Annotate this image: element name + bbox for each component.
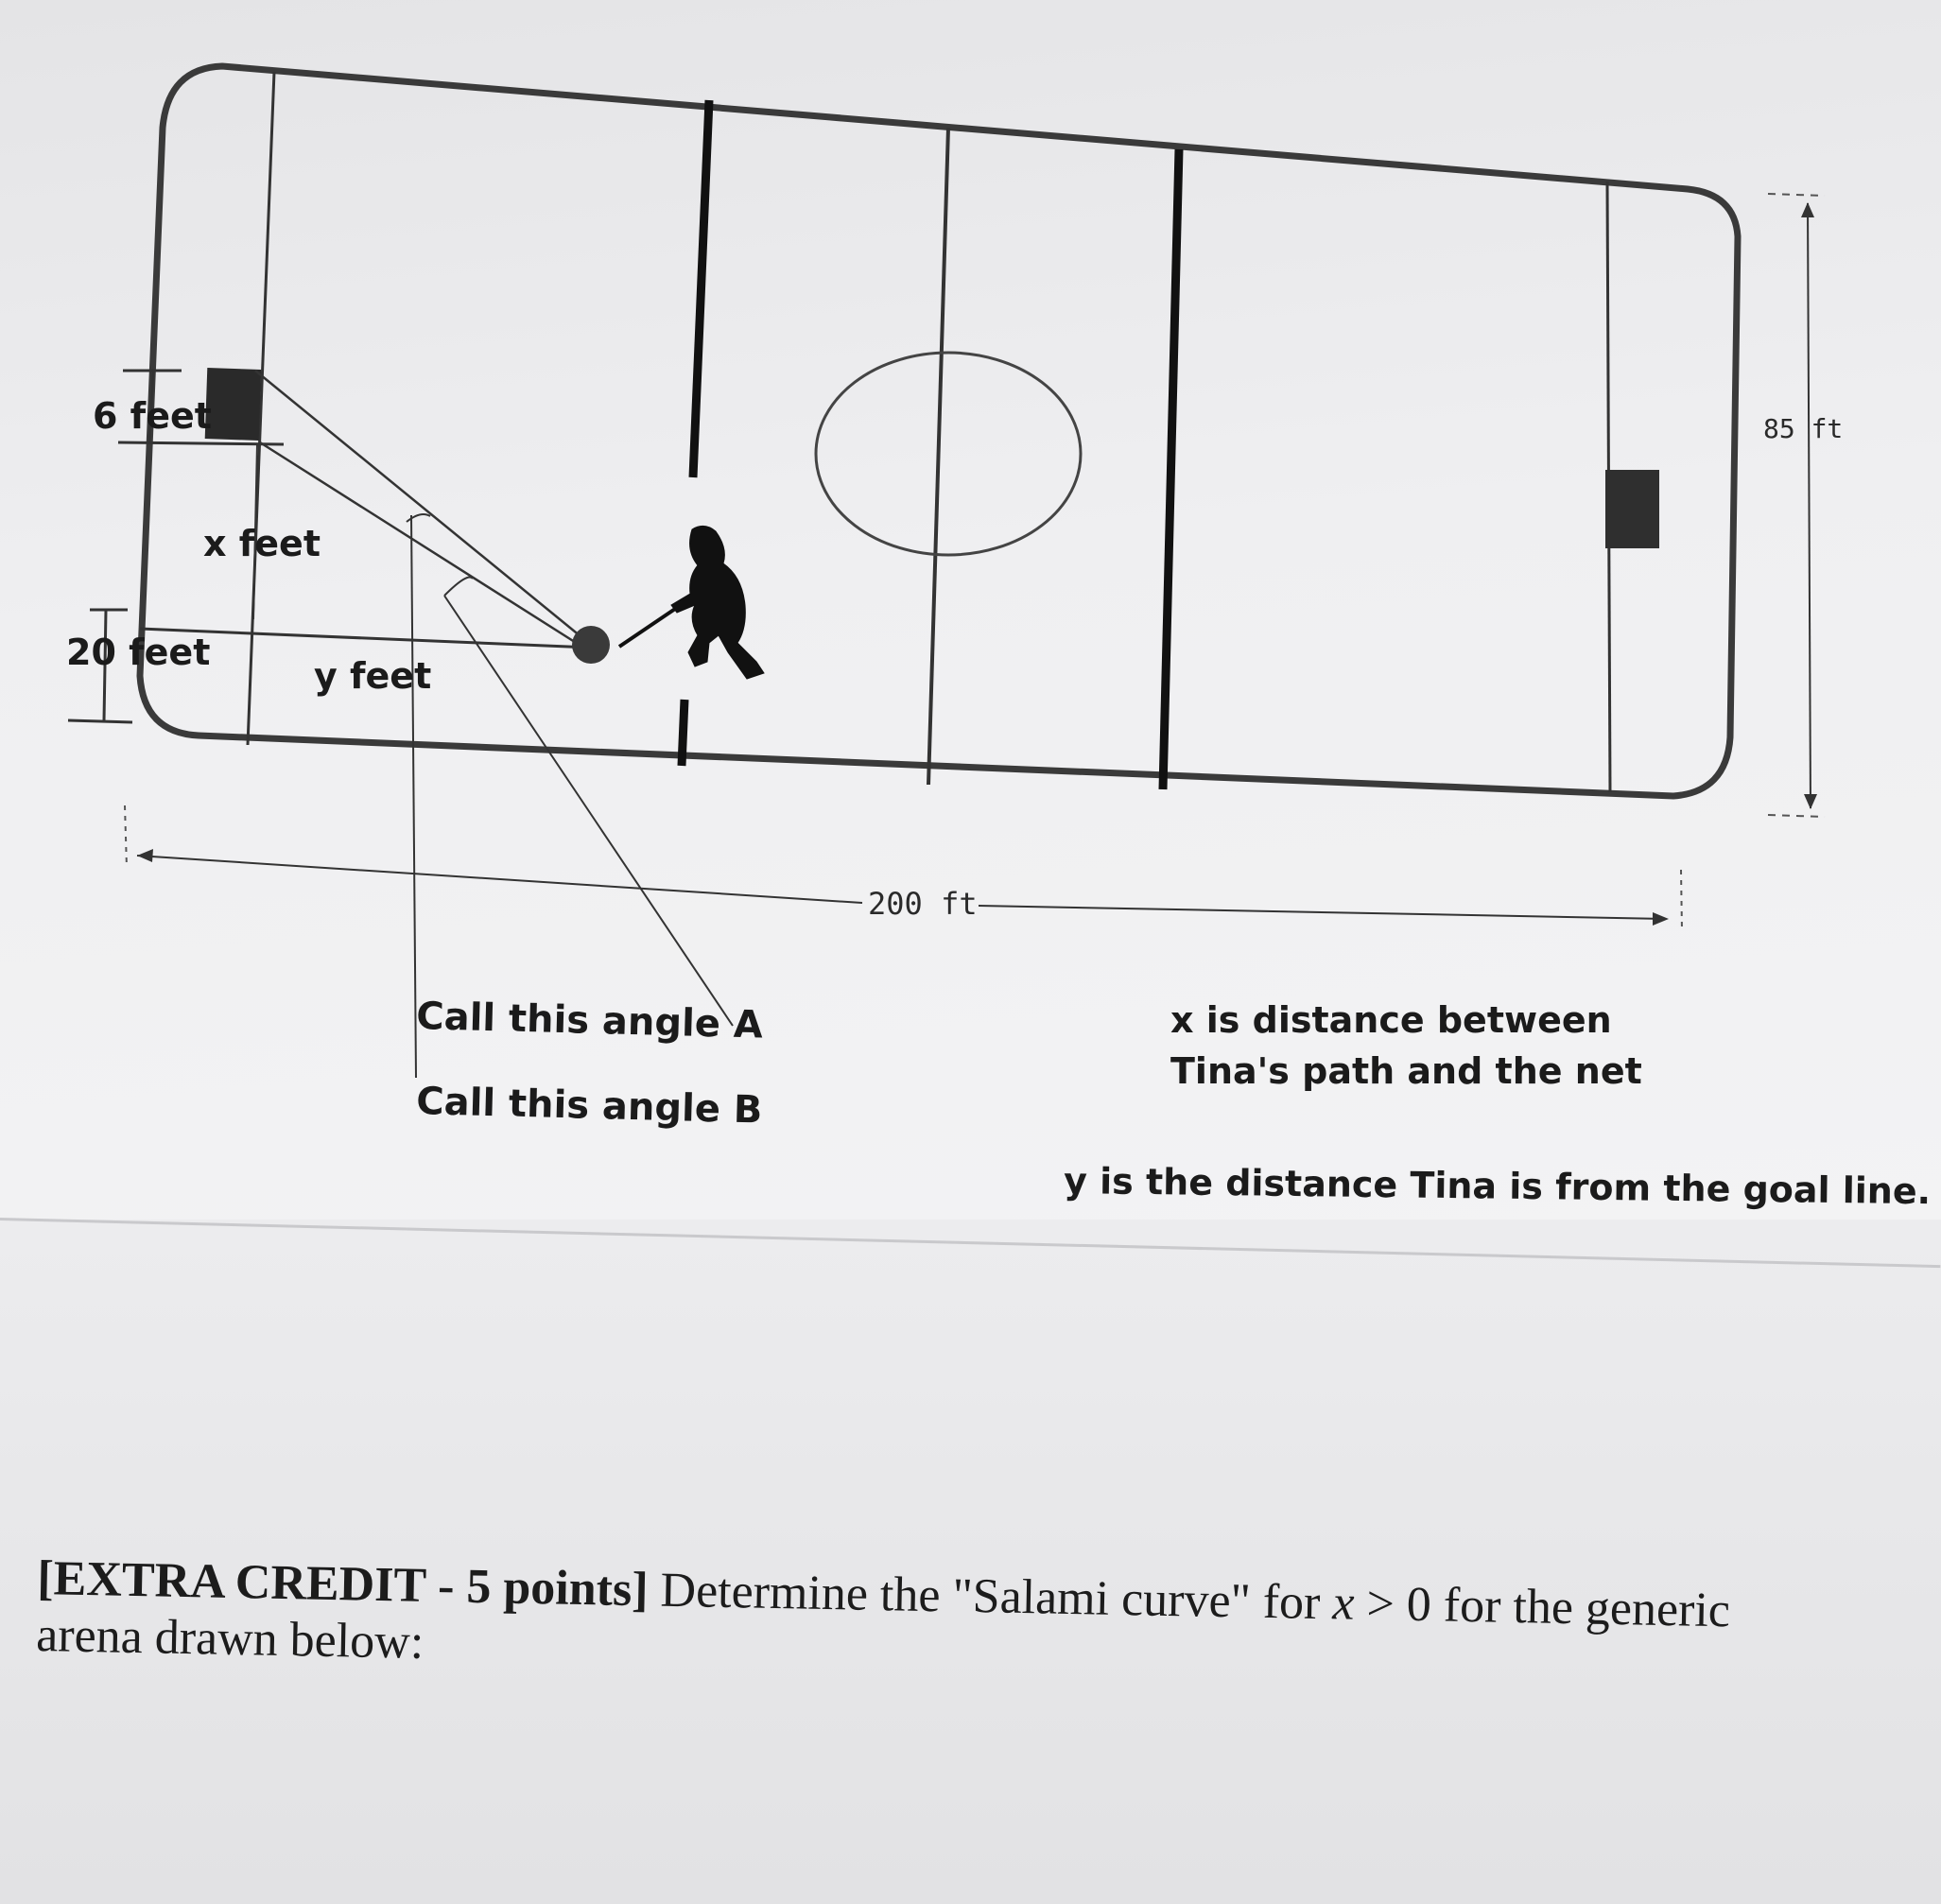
y-definition: y is the distance Tina is from the goal …	[1064, 1160, 1931, 1212]
net-width-label: 6 feet	[93, 395, 212, 437]
width-top-extension	[1767, 193, 1826, 197]
hockey-rink-diagram: 6 feet 20 feet x feet y feet 200 ft 85 f…	[66, 62, 1931, 1212]
right-net	[1605, 470, 1659, 548]
hockey-player-icon	[617, 526, 765, 680]
length-right-extension	[1680, 869, 1683, 932]
left-blue-line-top	[688, 99, 714, 478]
x-distance-line	[252, 443, 258, 620]
right-blue-line	[1158, 148, 1184, 790]
width-bottom-extension	[1767, 814, 1826, 818]
worksheet-page-top	[0, 0, 1941, 1229]
question-text-1: Determine the "Salami curve" for	[648, 1563, 1333, 1631]
length-dimension-right	[978, 905, 1667, 920]
x-definition-line1: x is distance between	[1170, 999, 1612, 1041]
angle-a-label: Call this angle A	[416, 995, 764, 1047]
tina-path-line	[139, 627, 592, 649]
length-dimension-left	[136, 855, 863, 904]
question-line-2: arena drawn below:	[35, 1607, 425, 1670]
angle-leader-line	[443, 595, 734, 1027]
net-width-tick-bottom	[117, 441, 285, 446]
rink-boards	[136, 62, 1742, 800]
length-arrow-left	[137, 849, 153, 862]
left-net	[204, 368, 262, 441]
y-distance-line	[410, 514, 417, 1079]
y-feet-label: y feet	[314, 655, 431, 697]
width-dimension	[1807, 202, 1811, 809]
question-prefix: [EXTRA CREDIT - 5 points]	[36, 1550, 650, 1618]
x-feet-label: x feet	[203, 523, 321, 564]
center-faceoff-circle	[814, 351, 1083, 557]
width-arrow-bottom	[1804, 794, 1817, 809]
rink-width-label: 85 ft	[1763, 413, 1843, 444]
rink-length-label: 200 ft	[868, 886, 978, 922]
corner-offset-tick-bottom	[67, 718, 133, 724]
angle-a-arc	[406, 513, 431, 523]
width-arrow-top	[1801, 202, 1814, 217]
length-arrow-right	[1653, 912, 1669, 926]
length-left-extension	[124, 805, 128, 869]
question-variable: x	[1331, 1576, 1356, 1631]
puck	[572, 626, 610, 664]
corner-offset-label: 20 feet	[66, 632, 210, 673]
left-blue-line-bottom	[677, 699, 689, 767]
angle-b-label: Call this angle B	[416, 1080, 763, 1133]
center-line	[927, 127, 950, 786]
x-definition-line2: Tina's path and the net	[1170, 1050, 1642, 1092]
sight-line-bottom-post	[259, 441, 589, 652]
net-width-dimension	[147, 370, 155, 443]
worksheet-page-bottom	[0, 1220, 1941, 1904]
corner-offset-dimension	[102, 609, 108, 721]
angle-b-arc	[443, 576, 474, 597]
question-text-2: > 0 for the generic	[1353, 1576, 1731, 1638]
sight-line-top-post	[254, 370, 592, 646]
